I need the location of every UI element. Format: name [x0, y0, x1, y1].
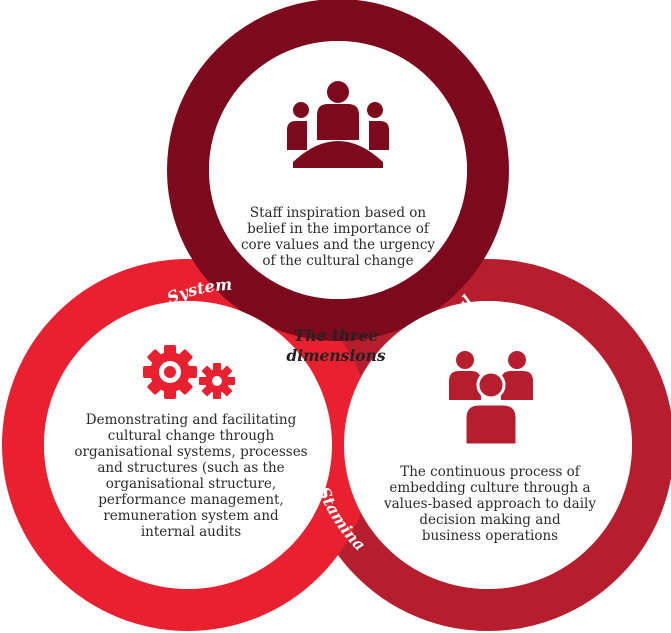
center-title-line1: The three	[293, 326, 379, 345]
system-text-line: organisational systems, processes	[74, 444, 308, 460]
soul-description: Staff inspiration based on belief in the…	[228, 205, 448, 269]
soul-text-line: core values and the urgency	[240, 237, 436, 253]
gears-icon	[143, 345, 235, 399]
system-text-line: performance management,	[98, 492, 284, 508]
stamina-text-line: embedding culture through a	[389, 480, 591, 496]
system-text-line: and structures (such as the	[97, 460, 285, 476]
system-text-line: organisational structure,	[105, 476, 277, 492]
system-description: Demonstrating and facilitating cultural …	[66, 412, 316, 540]
stamina-text-line: decision making and	[419, 512, 561, 528]
soul-text-line: belief in the importance of	[247, 221, 429, 237]
center-title-line2: dimensions	[286, 346, 386, 365]
system-inner	[44, 301, 332, 589]
stamina-text-line: business operations	[421, 528, 559, 544]
system-text-line: remuneration system and	[103, 508, 279, 524]
system-text-line: Demonstrating and facilitating	[85, 412, 297, 428]
soul-ring	[167, 0, 509, 341]
system-text-line: cultural change through	[107, 428, 275, 444]
soul-text-line: of the cultural change	[262, 253, 414, 269]
soul-inner	[209, 41, 467, 299]
stamina-description: The continuous process of embedding cult…	[370, 464, 610, 544]
stamina-text-line: The continuous process of	[400, 464, 580, 480]
group-icon	[449, 351, 533, 447]
center-title: The three dimensions	[268, 326, 404, 366]
stamina-text-line: values-based approach to daily	[383, 496, 596, 512]
team-leader-icon	[287, 81, 389, 168]
system-text-line: internal audits	[140, 524, 242, 540]
soul-text-line: Staff inspiration based on	[249, 205, 427, 221]
